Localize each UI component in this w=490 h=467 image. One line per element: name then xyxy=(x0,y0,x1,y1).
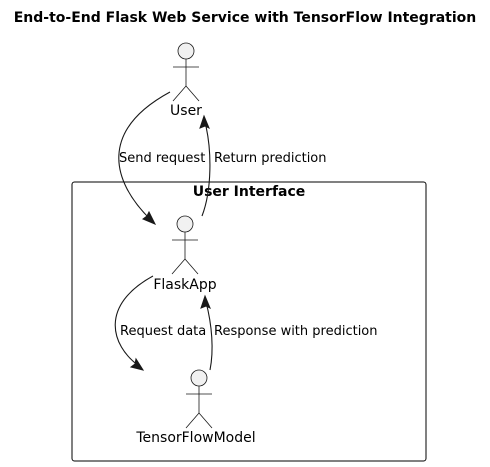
send-request-label: Send request xyxy=(119,151,205,166)
response-with-prediction-arrowhead xyxy=(200,294,211,310)
send-request-edge: Send request xyxy=(118,91,205,225)
request-data-edge: Request data xyxy=(114,275,206,371)
return-prediction-label: Return prediction xyxy=(214,151,327,166)
user-actor-head xyxy=(177,42,195,60)
tensorflow-model-actor-label: TensorFlowModel xyxy=(135,430,255,446)
tensorflow-model-actor-head xyxy=(190,369,208,387)
response-with-prediction-edge: Response with prediction xyxy=(200,294,378,371)
user-interface-group xyxy=(71,181,427,462)
user-actor-label: User xyxy=(170,103,202,119)
tensorflow-model-actor: TensorFlowModel xyxy=(135,369,256,446)
diagram-title: End-to-End Flask Web Service with Tensor… xyxy=(14,10,477,26)
return-prediction-arrowhead xyxy=(199,114,210,130)
send-request-arrowhead xyxy=(142,210,157,225)
flask-app-actor-head xyxy=(176,215,194,233)
flask-app-actor: FlaskApp xyxy=(153,215,217,293)
request-data-label: Request data xyxy=(120,324,206,339)
flask-app-actor-label: FlaskApp xyxy=(153,277,216,293)
request-data-arrowhead xyxy=(129,357,145,371)
user-actor: User xyxy=(170,42,202,119)
return-prediction-edge: Return prediction xyxy=(199,114,327,217)
response-with-prediction-label: Response with prediction xyxy=(214,324,378,339)
user-interface-group-label: User Interface xyxy=(193,184,306,200)
